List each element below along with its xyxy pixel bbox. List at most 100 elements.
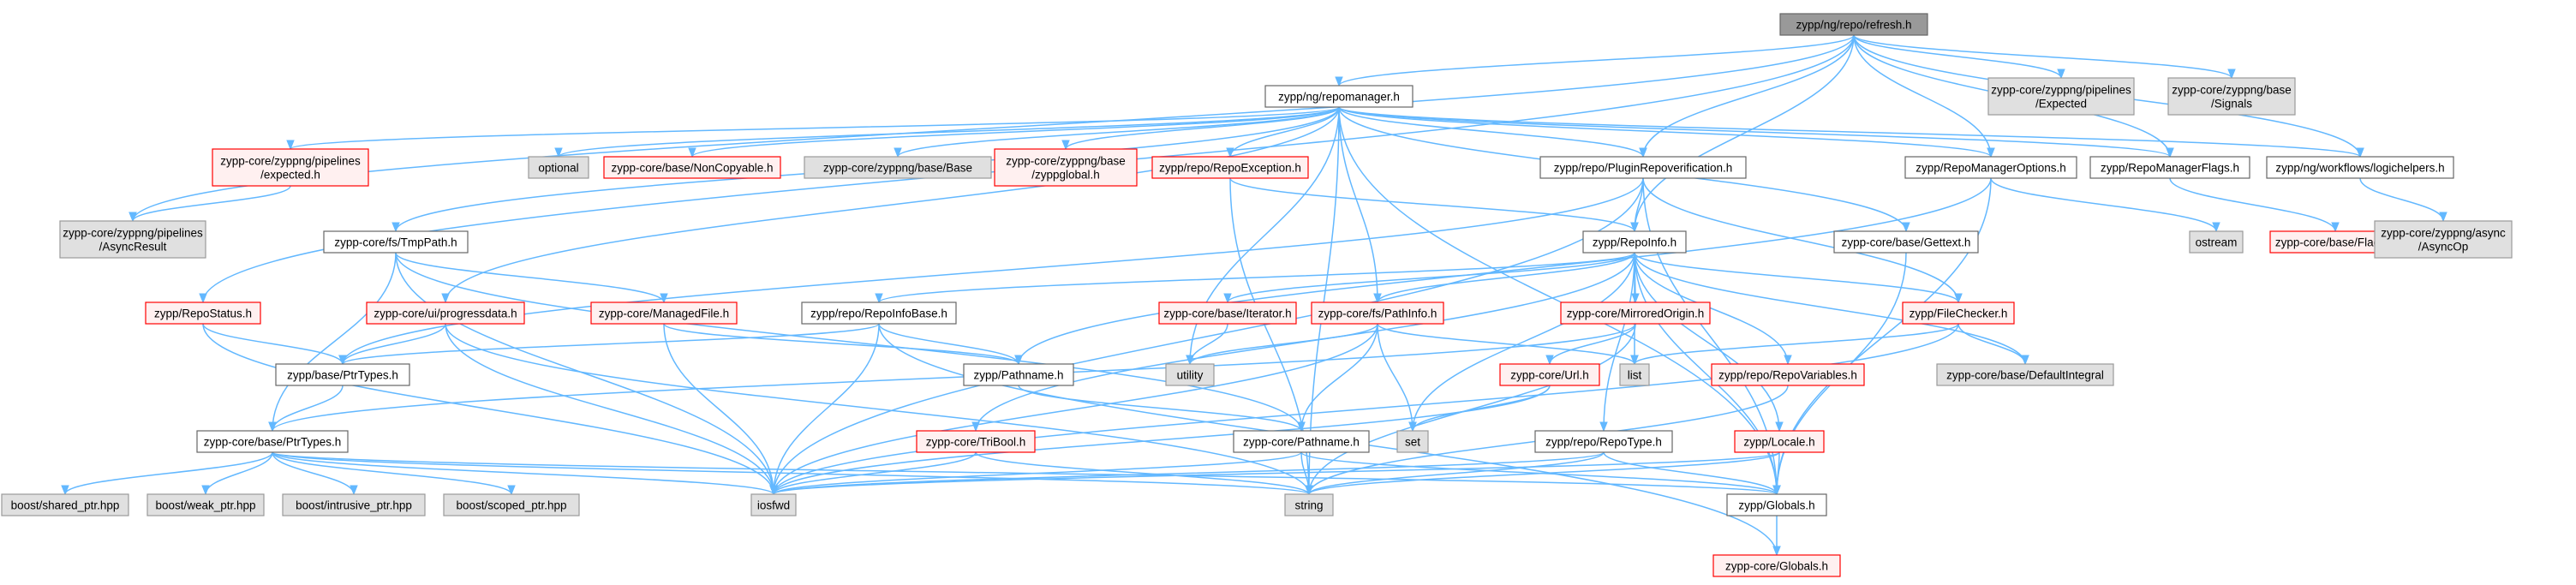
node-ptrtypes-core[interactable]: zypp-core/base/PtrTypes.h [196, 430, 349, 453]
node-optional[interactable]: optional [528, 156, 589, 179]
edge-arrowhead [769, 485, 778, 496]
edge-line [272, 451, 355, 495]
node-repoinfo[interactable]: zypp/RepoInfo.h [1582, 230, 1687, 254]
node-repomgrflags[interactable]: zypp/RepoManagerFlags.h [2089, 156, 2250, 179]
edge-pp-expected-h-to-asyncresult [129, 185, 291, 223]
edge-ptrtypes-zypp-to-ptrtypes-core [268, 385, 344, 433]
node-refresh[interactable]: zypp/ng/repo/refresh.h [1779, 13, 1928, 36]
edge-line [773, 451, 1605, 495]
node-asyncop[interactable]: zypp-core/zyppng/async/AsyncOp [2374, 220, 2513, 259]
node-label: zypp-core/ManagedFile.h [599, 307, 729, 320]
node-gettext[interactable]: zypp-core/base/Gettext.h [1833, 230, 1979, 254]
node-pluginreposig[interactable]: zypp/repo/PluginRepoverification.h [1539, 156, 1747, 179]
node-globals-zypp[interactable]: zypp/Globals.h [1726, 493, 1827, 516]
node-label: zypp-core/zyppng/async [2381, 227, 2506, 240]
node-locale[interactable]: zypp/Locale.h [1734, 430, 1825, 453]
edge-arrowhead [2227, 69, 2236, 80]
edge-line [663, 323, 774, 495]
node-pathname-zypp[interactable]: zypp/Pathname.h [963, 363, 1074, 386]
edge-filechecker-to-list [1630, 323, 1959, 366]
node-list[interactable]: list [1619, 363, 1650, 386]
edge-line [1634, 252, 1789, 365]
node-repomgropts[interactable]: zypp/RepoManagerOptions.h [1904, 156, 2077, 179]
edge-line [1018, 385, 1302, 432]
edge-arrowhead [1061, 140, 1070, 151]
node-label: ostream [2196, 236, 2238, 249]
node-zb-zyppglobal[interactable]: zypp-core/zyppng/base/zyppglobal.h [994, 148, 1138, 187]
edge-locale-to-iosfwd [769, 451, 1780, 496]
node-pathinfo[interactable]: zypp-core/fs/PathInfo.h [1311, 301, 1444, 325]
node-label: boost/scoped_ptr.hpp [456, 499, 566, 512]
node-repotype[interactable]: zypp/repo/RepoType.h [1534, 430, 1673, 453]
node-label: zypp-core/fs/PathInfo.h [1318, 307, 1437, 320]
edge-arrowhead [1772, 485, 1781, 496]
edge-arrowhead [338, 355, 347, 366]
node-weak-ptr[interactable]: boost/weak_ptr.hpp [146, 493, 265, 516]
edge-repomanager-to-progressdata [441, 106, 1340, 304]
node-intrusive-ptr[interactable]: boost/intrusive_ptr.hpp [282, 493, 426, 516]
edge-line [2169, 177, 2336, 232]
edge-arrowhead [2021, 355, 2029, 366]
node-defaultintegral[interactable]: zypp-core/base/DefaultIntegral [1936, 363, 2114, 386]
node-filechecker[interactable]: zypp/FileChecker.h [1902, 301, 2015, 325]
node-box [146, 493, 265, 516]
node-pp-expected-sys[interactable]: zypp-core/zyppng/pipelines/Expected [1987, 77, 2135, 116]
node-utility[interactable]: utility [1165, 363, 1215, 386]
node-pp-expected-h[interactable]: zypp-core/zyppng/pipelines/expected.h [212, 148, 369, 187]
node-progressdata[interactable]: zypp-core/ui/progressdata.h [366, 301, 525, 325]
edge-line [342, 177, 1644, 365]
node-box [282, 493, 426, 516]
node-tmppath[interactable]: zypp-core/fs/TmpPath.h [323, 230, 469, 254]
node-repomanager[interactable]: zypp/ng/repomanager.h [1264, 85, 1414, 108]
node-label: zypp/FileChecker.h [1910, 307, 2008, 320]
node-repostatus[interactable]: zypp/RepoStatus.h [145, 301, 261, 325]
node-string[interactable]: string [1284, 493, 1334, 516]
node-label: zypp/ng/workflows/logichelpers.h [2275, 162, 2444, 175]
node-zb-signals[interactable]: zypp-core/zyppng/base/Signals [2167, 77, 2296, 116]
node-label: zypp/ng/repomanager.h [1278, 91, 1400, 104]
node-iosfwd[interactable]: iosfwd [750, 493, 797, 516]
node-logichelpers[interactable]: zypp/ng/workflows/logichelpers.h [2266, 156, 2454, 179]
edge-arrowhead [660, 293, 668, 304]
edge-repomgropts-to-ostream [1990, 177, 2220, 233]
node-label: set [1405, 436, 1420, 449]
edge-arrowhead [1772, 546, 1781, 557]
node-label: zypp-core/base/Flags.h [2275, 236, 2395, 249]
node-box [1779, 13, 1928, 36]
node-repovariables[interactable]: zypp/repo/RepoVariables.h [1711, 363, 1865, 386]
edge-pathinfo-to-utility [1186, 323, 1378, 366]
node-repoexception[interactable]: zypp/repo/RepoException.h [1151, 156, 1309, 179]
node-label: zypp-core/ui/progressdata.h [374, 307, 517, 320]
node-ostream[interactable]: ostream [2189, 230, 2244, 254]
node-box [323, 230, 469, 254]
node-scoped-ptr[interactable]: boost/scoped_ptr.hpp [443, 493, 580, 516]
node-box [1, 493, 129, 516]
node-url[interactable]: zypp-core/Url.h [1499, 363, 1600, 386]
edge-arrowhead [201, 485, 210, 496]
node-noncopyable[interactable]: zypp-core/base/NonCopyable.h [603, 156, 781, 179]
node-iterator[interactable]: zypp-core/base/Iterator.h [1158, 301, 1297, 325]
edge-locale-to-globals-zypp [1772, 451, 1781, 496]
node-mirroredorigin[interactable]: zypp-core/MirroredOrigin.h [1560, 301, 1711, 325]
node-asyncresult[interactable]: zypp-core/zyppng/pipelines/AsyncResult [59, 220, 206, 259]
node-label: zypp/Pathname.h [973, 369, 1063, 382]
edge-repotype-to-string [1305, 451, 1605, 496]
edge-tmppath-to-pathname-core [395, 252, 1306, 433]
node-label: zypp/repo/PluginRepoverification.h [1554, 162, 1733, 175]
node-ptrtypes-zypp[interactable]: zypp/base/PtrTypes.h [275, 363, 410, 386]
node-managedfile[interactable]: zypp-core/ManagedFile.h [590, 301, 738, 325]
edge-arrowhead [1631, 293, 1640, 304]
edge-arrowhead [1373, 293, 1382, 304]
node-label: boost/weak_ptr.hpp [155, 499, 255, 512]
node-set[interactable]: set [1396, 430, 1429, 453]
node-pathname-core[interactable]: zypp-core/Pathname.h [1233, 430, 1370, 453]
node-tribool[interactable]: zypp-core/TriBool.h [916, 430, 1036, 453]
edge-line [1412, 252, 1635, 432]
node-box [1833, 230, 1979, 254]
node-globals-core[interactable]: zypp-core/Globals.h [1712, 554, 1841, 577]
node-repoinfobase[interactable]: zypp/repo/RepoInfoBase.h [801, 301, 957, 325]
edge-line [773, 323, 1378, 495]
node-box [366, 301, 525, 325]
node-zb-base[interactable]: zypp-core/zyppng/base/Base [804, 156, 992, 179]
node-shared-ptr[interactable]: boost/shared_ptr.hpp [1, 493, 129, 516]
